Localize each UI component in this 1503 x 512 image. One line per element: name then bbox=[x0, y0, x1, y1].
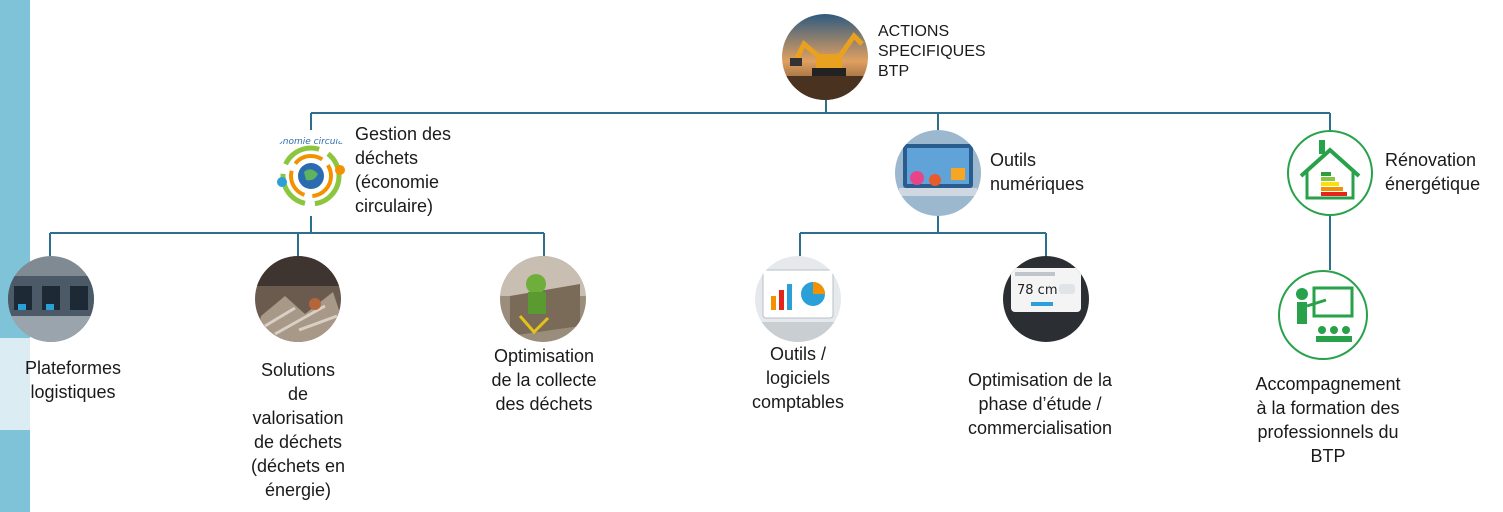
child-study-image: 78 cm bbox=[1003, 256, 1089, 342]
branch-digital-label: Outils numériques bbox=[990, 150, 1085, 194]
child-valorisation-label: Solutions de valorisation de déchets (dé… bbox=[250, 360, 346, 500]
logo-text: économie circulaire bbox=[268, 136, 354, 147]
child-collection-image bbox=[500, 256, 586, 342]
child-training-image bbox=[1278, 270, 1368, 360]
child-logistics-image bbox=[8, 256, 94, 342]
branch-renovation-label: Rénovation énergétique bbox=[1385, 150, 1481, 194]
child-valorisation-image bbox=[255, 256, 341, 342]
child-study-label: Optimisation de la phase d’étude / comme… bbox=[967, 370, 1113, 438]
excavator-icon bbox=[782, 14, 868, 100]
branch-renovation-image bbox=[1287, 130, 1373, 216]
measure-app-icon: 78 cm bbox=[1003, 256, 1089, 342]
scrap-metal-icon bbox=[255, 256, 341, 342]
branch-digital-image bbox=[895, 130, 981, 216]
measure-value: 78 cm bbox=[1017, 283, 1058, 298]
left-accent-tab bbox=[0, 338, 30, 430]
warehouse-docks-icon bbox=[8, 256, 94, 342]
laptop-digital-icon bbox=[895, 130, 981, 216]
root-label: ACTIONS SPECIFIQUES BTP bbox=[878, 23, 986, 80]
branch-waste-label: Gestion des déchets (économie circulaire… bbox=[355, 124, 452, 216]
child-training-label: Accompagnement à la formation des profes… bbox=[1255, 374, 1401, 466]
training-presentation-icon bbox=[1296, 286, 1354, 342]
waste-connector bbox=[49, 215, 545, 256]
child-collection-label: Optimisation de la collecte des déchets bbox=[491, 346, 597, 414]
root-node-image bbox=[782, 14, 868, 100]
accounting-charts-icon bbox=[755, 256, 841, 342]
circular-economy-icon: économie circulaire bbox=[268, 136, 354, 207]
digital-connector bbox=[799, 215, 1047, 256]
root-connector bbox=[310, 97, 1331, 130]
branch-waste-image: économie circulaire bbox=[268, 130, 354, 216]
energy-house-icon bbox=[1299, 140, 1361, 200]
child-accounting-label: Outils / logiciels comptables bbox=[751, 344, 845, 412]
waste-collection-icon bbox=[500, 256, 586, 342]
child-accounting-image bbox=[755, 256, 841, 342]
child-logistics-label: Plateformes logistiques bbox=[24, 358, 122, 402]
